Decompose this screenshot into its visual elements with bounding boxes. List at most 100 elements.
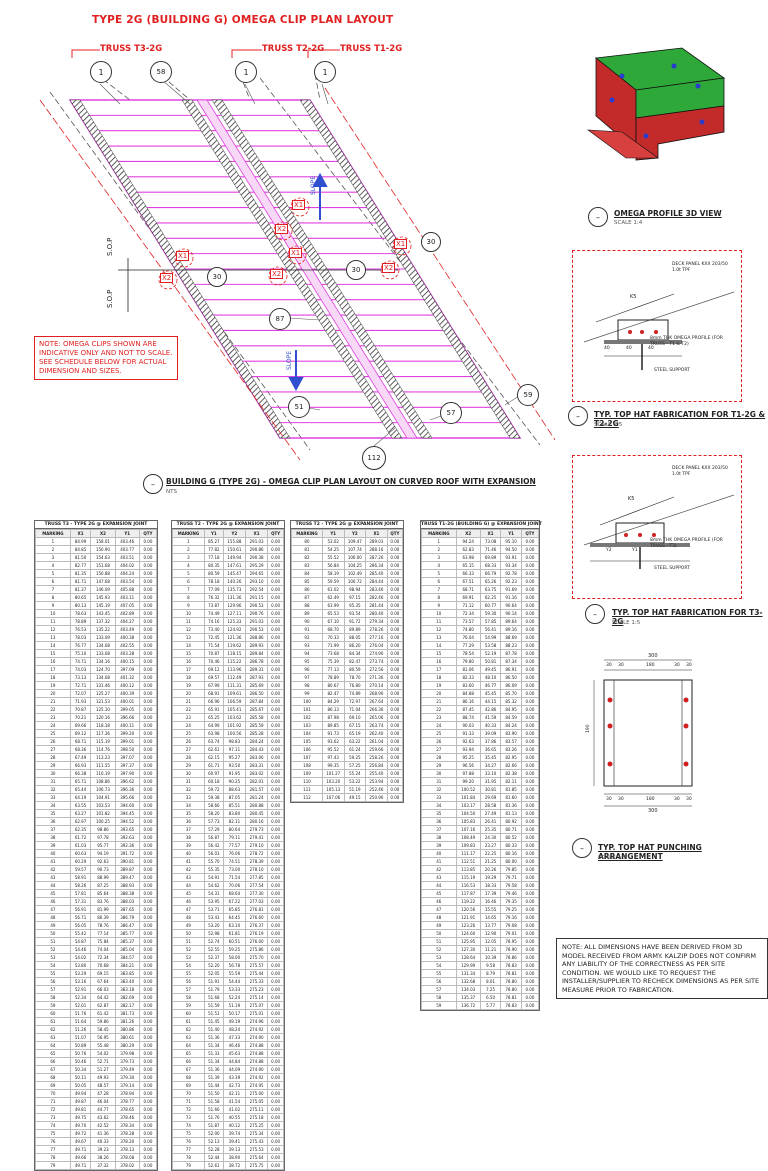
table-cell: 396.36	[114, 785, 140, 794]
table-cell: 291.03	[244, 537, 269, 546]
table-cell: 78	[35, 1153, 71, 1162]
table-cell: 54	[421, 961, 457, 970]
table-cell: 73.57	[455, 617, 481, 626]
table-header-cell: QTY	[267, 529, 284, 538]
table-cell: 105.41	[222, 705, 247, 714]
table-cell: 51.45	[203, 1017, 224, 1026]
table-cell: 81.50	[69, 553, 92, 562]
table-cell: 85.70	[500, 689, 522, 698]
table-cell: 0.00	[138, 849, 158, 858]
table-cell: 3	[172, 553, 205, 562]
table-cell: 18	[172, 673, 205, 682]
table-cell: 121.36	[222, 633, 247, 642]
table-cell: 280.88	[244, 801, 269, 810]
table-cell: 131.34	[455, 969, 481, 978]
table-cell: 274.90	[244, 1065, 269, 1074]
table-cell: 289.03	[365, 537, 388, 546]
table-cell: 80.65	[69, 593, 92, 602]
table-cell: 73.00	[222, 865, 247, 874]
table-cell: 0.00	[520, 833, 540, 842]
table-cell: 65.19	[343, 729, 367, 738]
table-cell: 0.00	[386, 561, 404, 570]
table-cell: 58	[172, 993, 205, 1002]
mark-x2: X2	[270, 269, 284, 279]
table-cell: 39	[172, 841, 205, 850]
table-cell: 93.91	[500, 553, 522, 562]
table-cell: 0.00	[386, 609, 404, 618]
table-cell: 0.00	[138, 873, 158, 882]
table-cell: 85	[291, 577, 323, 586]
table-cell: 52.44	[203, 1153, 224, 1162]
table-header-cell: Y1	[114, 529, 140, 538]
table-cell: 101.92	[222, 721, 247, 730]
table-cell: 21	[172, 697, 205, 706]
table-cell: 64.42	[90, 993, 116, 1002]
table-cell: 78.18	[203, 577, 224, 586]
table-cell: 67.10	[321, 617, 345, 626]
table-cell: 52.20	[203, 961, 224, 970]
table-cell: 51.66	[203, 1105, 224, 1114]
table-cell: 0.00	[267, 801, 284, 810]
table-cell: 274.96	[244, 1017, 269, 1026]
table-cell: 62.83	[455, 545, 481, 554]
table-cell: 66.79	[479, 569, 502, 578]
table-cell: 47	[421, 905, 457, 914]
table-cell: 87.78	[500, 649, 522, 658]
table-cell: 26	[172, 737, 205, 746]
table-cell: 49.66	[69, 1153, 92, 1162]
table-cell: 288.86	[244, 633, 269, 642]
table-cell: 290.53	[244, 601, 269, 610]
table-cell: 40.33	[90, 1137, 116, 1146]
table-cell: 17	[421, 665, 457, 674]
fab2-dim: Y1	[632, 548, 638, 553]
table-cell: 74.04	[90, 945, 116, 954]
table-cell: 154.63	[90, 553, 116, 562]
table-cell: 82.11	[222, 817, 247, 826]
table-cell: 7	[172, 585, 205, 594]
table-cell: 49.15	[343, 793, 367, 802]
table-cell: 105.83	[455, 817, 481, 826]
table-cell: 0.00	[520, 769, 540, 778]
table-cell: 78.90	[500, 945, 522, 954]
table-cell: 73	[35, 1113, 71, 1122]
table-cell: 52.61	[203, 1161, 224, 1170]
table-cell: 103.53	[90, 801, 116, 810]
table-cell: 47	[35, 905, 71, 914]
table-cell: 51.58	[203, 1097, 224, 1106]
table-cell: 49.72	[69, 1129, 92, 1138]
table-cell: 381.73	[114, 1009, 140, 1018]
table-cell: 54.25	[321, 545, 345, 554]
table-cell: 36	[172, 817, 205, 826]
table-cell: 0.00	[267, 697, 284, 706]
table-cell: 114.76	[90, 745, 116, 754]
table-cell: 45.45	[479, 689, 502, 698]
table-cell: 0.00	[138, 1065, 158, 1074]
table-cell: 80.64	[222, 825, 247, 834]
table-cell: 0.00	[520, 641, 540, 650]
table-cell: 379.14	[114, 1081, 140, 1090]
table-cell: 75.84	[90, 937, 116, 946]
table-cell: 286.78	[244, 657, 269, 666]
table-cell: 49.70	[69, 1121, 92, 1130]
table-cell: 0.00	[267, 1113, 284, 1122]
table-cell: 277.54	[244, 881, 269, 890]
table-cell: 0.00	[520, 945, 540, 954]
